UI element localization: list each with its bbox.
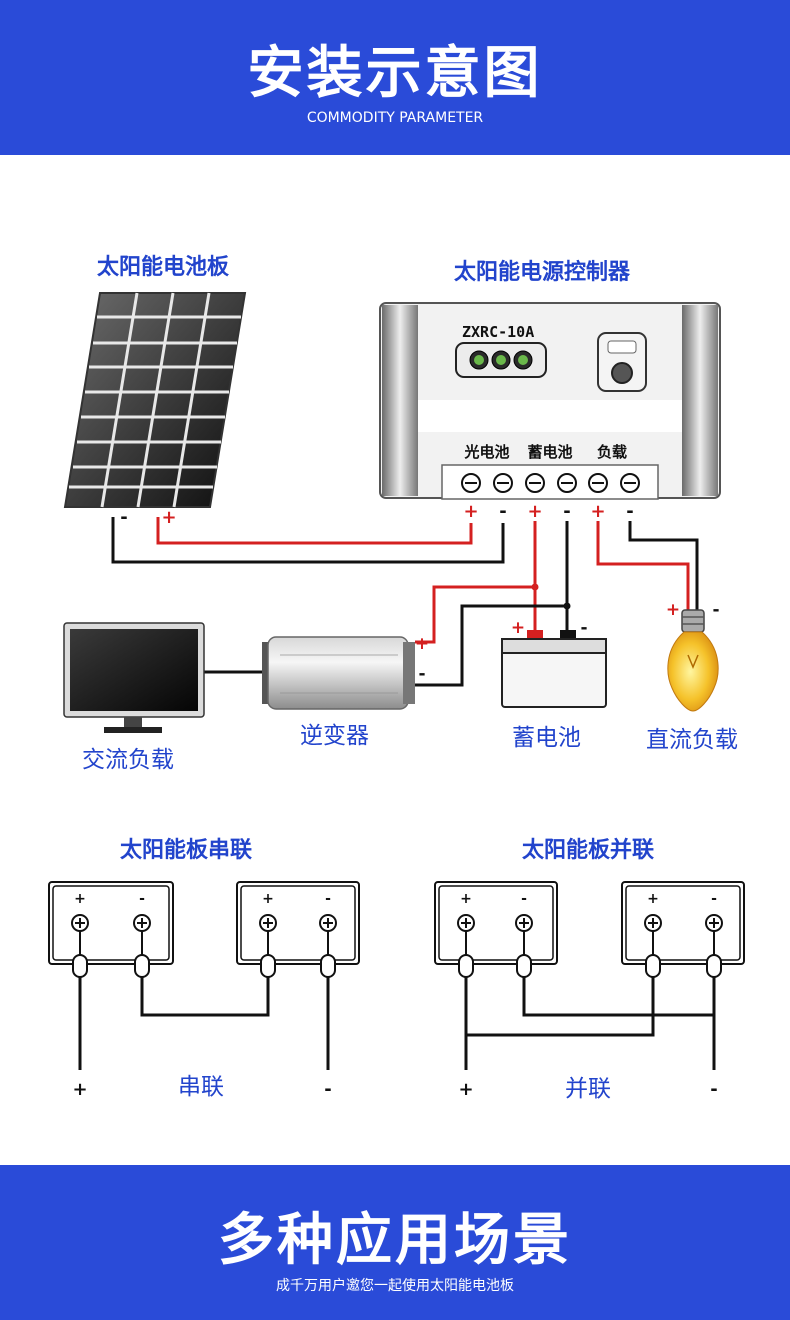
ac-load-label: 交流负载 — [82, 747, 174, 773]
series-left-plus-mark: + — [74, 891, 86, 907]
bulb-plus-sign: + — [666, 600, 680, 620]
wires — [111, 517, 699, 687]
controller-terminals — [461, 473, 640, 493]
parallel-left-minus-mark: - — [521, 891, 527, 907]
inverter-label: 逆变器 — [300, 723, 369, 749]
series-title: 太阳能板串联 — [120, 838, 253, 863]
controller-label: 太阳能电源控制器 — [454, 260, 631, 285]
dc-load-label: 直流负载 — [646, 727, 738, 753]
parallel-panel-left — [434, 881, 558, 978]
footer-subtitle: 成千万用户邀您一起使用太阳能电池板 — [276, 1278, 514, 1294]
parallel-output-plus: + — [458, 1079, 473, 1100]
series-output-plus: + — [72, 1079, 87, 1100]
panel-plus-sign: + — [161, 507, 176, 528]
parallel-caption: 并联 — [565, 1076, 611, 1102]
series-panel-right — [236, 881, 360, 978]
parallel-right-plus-mark: + — [647, 891, 659, 907]
battery — [501, 630, 607, 708]
parallel-left-plus-mark: + — [460, 891, 472, 907]
parallel-title: 太阳能板并联 — [522, 838, 655, 863]
series-left-minus-mark: - — [139, 891, 145, 907]
term-bat-plus: + — [527, 501, 542, 522]
red-junction — [531, 583, 539, 591]
black-junction — [563, 602, 571, 610]
parallel-right-minus-mark: - — [711, 891, 717, 907]
controller-model: ZXRC-10A — [462, 323, 534, 341]
series-caption: 串联 — [178, 1074, 224, 1100]
charge-controller — [379, 302, 721, 500]
header-title: 安装示意图 — [247, 41, 543, 106]
series-right-plus-mark: + — [262, 891, 274, 907]
inverter — [262, 636, 415, 710]
inverter-plus-sign: + — [415, 634, 429, 654]
solar-panel — [63, 292, 247, 508]
ac-load-monitor — [63, 622, 205, 733]
term-load-plus: + — [590, 501, 605, 522]
panel-label: 太阳能电池板 — [97, 255, 230, 280]
terminal-label-load: 负载 — [597, 443, 627, 461]
term-pv-plus: + — [463, 501, 478, 522]
dc-load-bulb — [667, 609, 719, 712]
battery-minus-sign: - — [580, 618, 587, 638]
terminal-label-battery: 蓄电池 — [527, 443, 572, 461]
series-wires — [78, 977, 330, 1070]
term-load-minus: - — [626, 501, 633, 522]
parallel-panel-right — [621, 881, 745, 978]
battery-plus-sign: + — [511, 618, 525, 638]
footer-band: 多种应用场景 成千万用户邀您一起使用太阳能电池板 — [0, 1165, 790, 1320]
parallel-wires — [464, 977, 716, 1070]
term-bat-minus: - — [563, 501, 570, 522]
terminal-label-pv: 光电池 — [463, 443, 509, 461]
inverter-minus-sign: - — [418, 664, 425, 684]
panel-minus-sign: - — [120, 507, 127, 528]
term-pv-minus: - — [499, 501, 506, 522]
installation-diagram: - + ZXRC-10A 光电池 蓄电池 负载 + - + - + - — [48, 292, 745, 1100]
header-subtitle: COMMODITY PARAMETER — [306, 110, 484, 126]
header-band: 安装示意图 COMMODITY PARAMETER — [0, 0, 790, 155]
bulb-minus-sign: - — [712, 600, 719, 620]
battery-label: 蓄电池 — [512, 725, 581, 751]
series-output-minus: - — [324, 1079, 331, 1100]
parallel-output-minus: - — [710, 1079, 717, 1100]
footer-title: 多种应用场景 — [218, 1208, 572, 1273]
series-panel-left — [48, 881, 174, 978]
series-right-minus-mark: - — [325, 891, 331, 907]
